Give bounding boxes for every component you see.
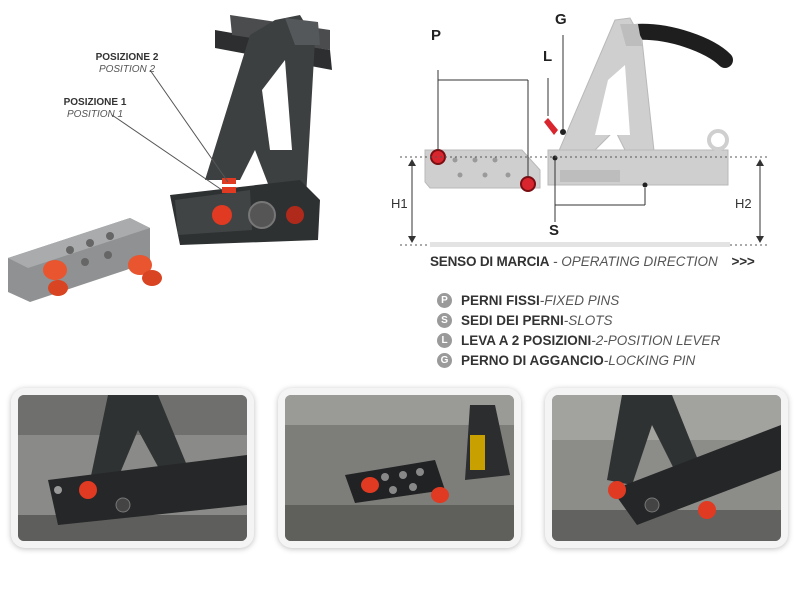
legend-item-sep: - bbox=[539, 292, 545, 308]
operating-direction: SENSO DI MARCIA - OPERATING DIRECTION >>… bbox=[430, 254, 755, 269]
callout-position-1-it: POSIZIONE 1 bbox=[63, 97, 127, 108]
legend-item-it: LEVA A 2 POSIZIONI bbox=[461, 332, 592, 348]
label-h1: H1 bbox=[391, 196, 408, 211]
legend: P PERNI FISSI - FIXED PINS S SEDI DEI PE… bbox=[437, 290, 720, 370]
legend-item-en: LOCKING PIN bbox=[608, 352, 696, 368]
label-p: P bbox=[431, 27, 442, 44]
label-h2: H2 bbox=[735, 196, 752, 211]
legend-item-it: PERNO DI AGGANCIO bbox=[461, 352, 604, 368]
direction-it: SENSO DI MARCIA bbox=[430, 254, 550, 269]
direction-arrows: >>> bbox=[731, 254, 755, 269]
legend-item-slots: S SEDI DEI PERNI - SLOTS bbox=[437, 310, 720, 330]
label-g: G bbox=[555, 11, 567, 28]
legend-item-fixed-pins: P PERNI FISSI - FIXED PINS bbox=[437, 290, 720, 310]
legend-item-en: SLOTS bbox=[568, 312, 613, 328]
legend-item-sep: - bbox=[603, 352, 609, 368]
photo-hitch-engaged bbox=[545, 388, 788, 548]
s-badge-icon: S bbox=[437, 312, 452, 328]
p-badge-icon: P bbox=[437, 292, 452, 308]
legend-item-lever: L LEVA A 2 POSIZIONI - 2-POSITION LEVER bbox=[437, 330, 720, 350]
photo-pin-plate bbox=[278, 388, 521, 548]
hitch-3d-illustration bbox=[8, 15, 332, 302]
legend-item-it: SEDI DEI PERNI bbox=[461, 312, 564, 328]
hitch-schematic bbox=[400, 17, 770, 247]
legend-item-locking-pin: G PERNO DI AGGANCIO- LOCKING PIN bbox=[437, 350, 720, 370]
callout-position-2: POSIZIONE 2 POSITION 2 bbox=[92, 52, 162, 76]
legend-item-it: PERNI FISSI bbox=[461, 292, 540, 308]
l-badge-icon: L bbox=[437, 332, 452, 348]
legend-item-sep: - bbox=[591, 332, 596, 348]
direction-en: OPERATING DIRECTION bbox=[561, 254, 718, 269]
direction-sep: - bbox=[549, 254, 562, 269]
legend-item-sep: - bbox=[563, 312, 569, 328]
pin-icon bbox=[212, 205, 232, 225]
legend-item-en: FIXED PINS bbox=[544, 292, 620, 308]
callout-position-2-en: POSITION 2 bbox=[98, 64, 156, 75]
label-l: L bbox=[543, 48, 553, 65]
label-s: S bbox=[549, 222, 560, 239]
callout-position-1-en: POSITION 1 bbox=[66, 109, 124, 120]
legend-item-en: 2-POSITION LEVER bbox=[595, 332, 721, 348]
callout-position-2-it: POSIZIONE 2 bbox=[95, 52, 159, 63]
callout-position-1: POSIZIONE 1 POSITION 1 bbox=[60, 97, 130, 121]
g-badge-icon: G bbox=[437, 352, 452, 368]
photo-hitch-arm bbox=[11, 388, 254, 548]
